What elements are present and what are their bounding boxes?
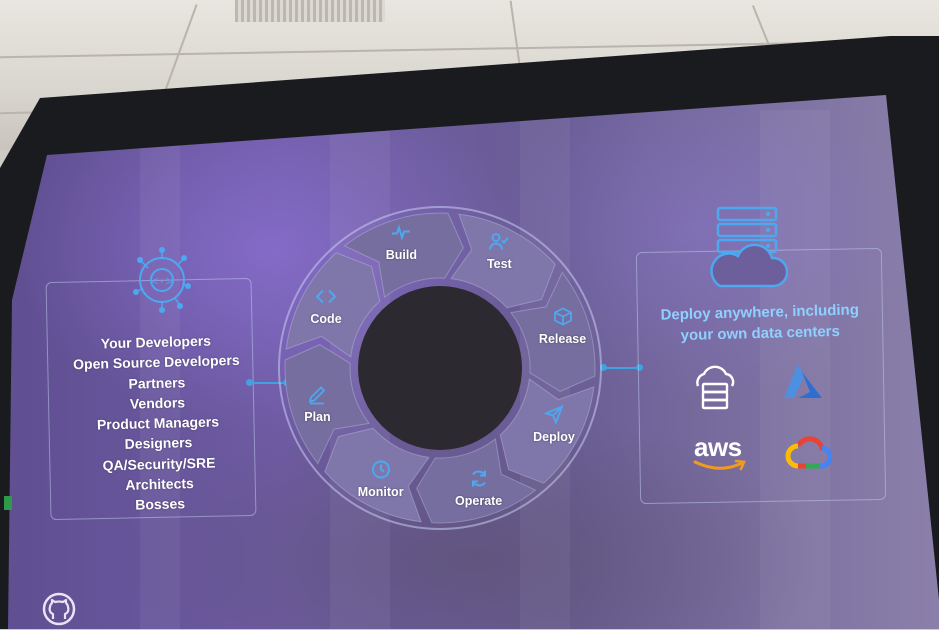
azure-logo bbox=[784, 364, 822, 398]
stage-label-test: Test bbox=[486, 257, 512, 272]
wheel-segment-monitor bbox=[324, 427, 430, 523]
server-cloud-icon bbox=[710, 206, 788, 288]
wheel-segment-build bbox=[343, 212, 464, 298]
person-check-icon bbox=[489, 233, 510, 256]
left-connector bbox=[250, 382, 288, 384]
wheel-center bbox=[358, 286, 522, 450]
deploy-title: Deploy anywhere, including your own data… bbox=[641, 299, 878, 347]
aws-smile bbox=[693, 459, 746, 471]
connector-dot bbox=[246, 379, 253, 386]
right-connector bbox=[604, 367, 642, 369]
wheel-segment-release bbox=[510, 271, 596, 392]
code-brackets-icon bbox=[315, 287, 337, 310]
paper-plane-icon bbox=[543, 405, 564, 430]
stage-label-deploy: Deploy bbox=[533, 430, 575, 445]
package-icon bbox=[553, 307, 573, 332]
wheel-outer-ring bbox=[278, 206, 602, 530]
pulse-icon bbox=[391, 224, 411, 246]
light-stripe bbox=[760, 110, 830, 629]
wheel-segment-plan bbox=[284, 344, 370, 465]
collaboration-network-icon: <·> bbox=[133, 247, 191, 313]
stage-label-operate: Operate bbox=[455, 493, 503, 508]
pencil-icon bbox=[307, 384, 327, 409]
stage-label-build: Build bbox=[385, 248, 417, 263]
stage-label-release: Release bbox=[538, 332, 587, 347]
wheel-segment-code bbox=[285, 252, 381, 358]
stage-label-plan: Plan bbox=[304, 409, 331, 424]
exit-sign bbox=[4, 496, 12, 510]
light-stripe bbox=[140, 110, 180, 629]
wheel-segment-test bbox=[450, 213, 556, 309]
connector-dot bbox=[600, 364, 607, 371]
stage-label-monitor: Monitor bbox=[357, 484, 404, 499]
cloud-server-icon bbox=[696, 365, 735, 410]
refresh-icon bbox=[469, 468, 489, 493]
stage-label-code: Code bbox=[310, 311, 342, 326]
github-logo bbox=[42, 592, 76, 626]
wheel-segment-deploy bbox=[499, 378, 595, 484]
ceiling-vent bbox=[235, 0, 385, 22]
google-cloud-logo bbox=[785, 436, 832, 469]
aws-logo: aws bbox=[694, 432, 742, 462]
connector-dot bbox=[636, 364, 643, 371]
clock-icon bbox=[371, 459, 391, 484]
svg-text:<·>: <·> bbox=[151, 275, 173, 289]
